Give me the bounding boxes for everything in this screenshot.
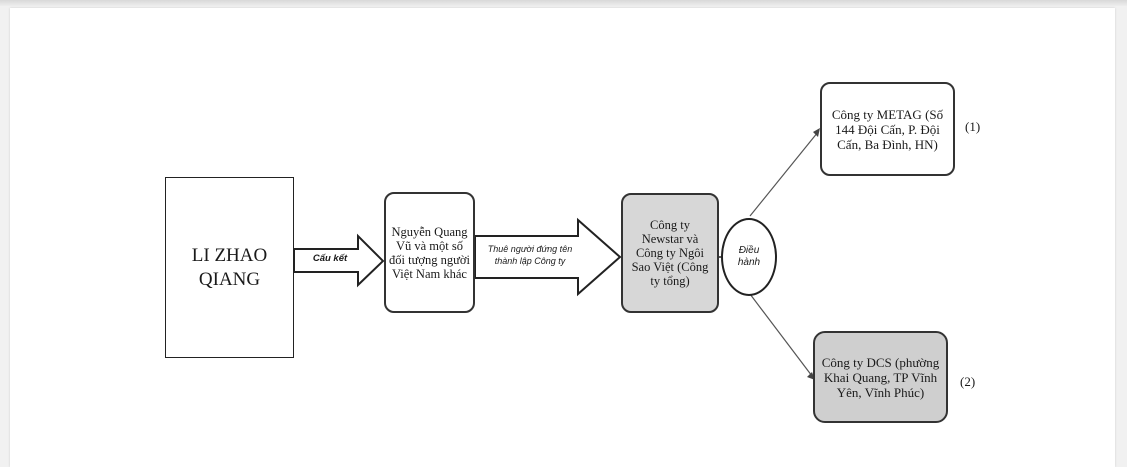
- node-cong-ty-tong: Công ty Newstar và Công ty Ngôi Sao Việt…: [621, 193, 719, 313]
- branch-line-metag: [749, 131, 819, 217]
- edge-label-thue-nguoi: Thuê người đứng tên thành lập Công ty: [487, 244, 573, 266]
- node-li-zhao-qiang: LI ZHAO QIANG: [165, 177, 294, 358]
- note-metag: (1): [965, 119, 981, 134]
- note-dcs: (2): [960, 374, 976, 389]
- node-cong-ty-tong-label: Công ty Newstar và Công ty Ngôi Sao Việt…: [631, 218, 709, 288]
- node-metag: Công ty METAG (Số 144 Đội Cấn, P. Đội Cấ…: [820, 82, 955, 176]
- branch-arrowhead-metag: [813, 128, 820, 137]
- top-bar: [0, 0, 1127, 6]
- node-dcs: Công ty DCS (phường Khai Quang, TP Vĩnh …: [813, 331, 948, 423]
- branch-line-dcs: [749, 293, 813, 377]
- node-dieu-hanh: Điều hành: [721, 218, 777, 296]
- arrow-cau-ket: [293, 233, 385, 288]
- node-li-zhao-qiang-label: LI ZHAO QIANG: [191, 244, 268, 290]
- arrow-thue-nguoi: [474, 217, 622, 297]
- node-dieu-hanh-label: Điều hành: [737, 245, 761, 268]
- node-nguyen-quang-vu-label: Nguyễn Quang Vũ và một số đối tượng ngườ…: [389, 224, 470, 281]
- edge-label-cau-ket: Cấu kết: [312, 253, 348, 264]
- node-nguyen-quang-vu: Nguyễn Quang Vũ và một số đối tượng ngườ…: [384, 192, 475, 313]
- node-metag-label: Công ty METAG (Số 144 Đội Cấn, P. Đội Cấ…: [831, 106, 944, 152]
- node-dcs-label: Công ty DCS (phường Khai Quang, TP Vĩnh …: [821, 354, 940, 400]
